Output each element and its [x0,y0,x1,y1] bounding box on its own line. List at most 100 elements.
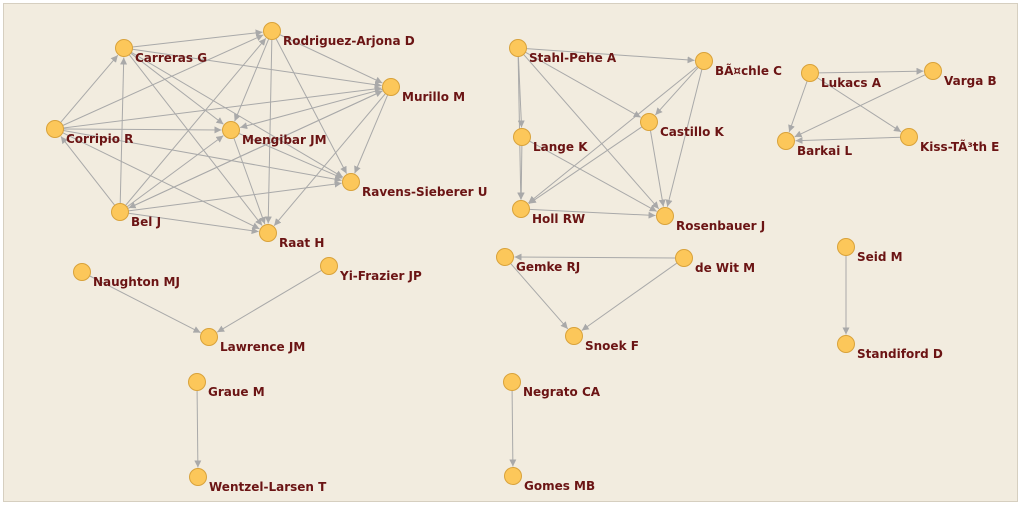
edge-bel-to-corripio [60,136,116,206]
node-mengibar[interactable]: Mengibar JM [222,121,327,148]
node-label-carreras: Carreras G [135,51,207,65]
node-barkai[interactable]: Barkai L [777,132,853,159]
node-circle-seid[interactable] [837,238,855,256]
node-circle-wentzel[interactable] [189,468,207,486]
node-label-standiford: Standiford D [857,347,943,361]
node-circle-snoek[interactable] [565,327,583,345]
edge-graue-to-wentzel [194,390,202,468]
edge-carreras-to-raat [128,54,263,226]
edge-mengibar-to-raat [233,137,266,225]
node-label-seid: Seid M [857,250,903,264]
node-circle-standiford[interactable] [837,335,855,353]
node-label-gemke: Gemke RJ [516,260,580,274]
node-circle-lange[interactable] [513,128,531,146]
node-circle-dewit[interactable] [675,249,693,267]
node-label-gomes: Gomes MB [524,479,595,493]
node-circle-mengibar[interactable] [222,121,240,139]
node-gomes[interactable]: Gomes MB [504,467,596,494]
node-kiss[interactable]: Kiss-TÃ³th E [900,128,1000,155]
node-circle-yifrazier[interactable] [320,257,338,275]
edge-yifrazier-to-lawrence [216,269,322,333]
node-label-graue: Graue M [208,385,265,399]
edge-murillo-to-bel [128,90,384,209]
node-label-wentzel: Wentzel-Larsen T [209,480,327,494]
edge-stahl-to-castillo [525,51,641,118]
edge-stahl-to-lange [517,56,525,128]
node-circle-negrato[interactable] [503,373,521,391]
node-rodriguez[interactable]: Rodriguez-Arjona D [263,22,415,49]
node-bachle[interactable]: BÃ¤chle C [695,52,783,79]
edge-corripio-to-rodriguez [62,34,264,126]
node-label-bachle: BÃ¤chle C [715,63,782,78]
node-dewit[interactable]: de Wit M [675,249,756,276]
node-lawrence[interactable]: Lawrence JM [200,328,306,355]
edge-bachle-to-castillo [654,66,699,116]
node-corripio[interactable]: Corripio R [46,120,134,147]
node-label-mengibar: Mengibar JM [242,133,327,147]
edge-corripio-to-raat [62,132,260,230]
node-stahl[interactable]: Stahl-Pehe A [509,39,617,66]
node-circle-gomes[interactable] [504,467,522,485]
node-holl[interactable]: Holl RW [512,200,586,227]
node-circle-holl[interactable] [512,200,530,218]
node-circle-raat[interactable] [259,224,277,242]
node-circle-gemke[interactable] [496,248,514,266]
node-circle-carreras[interactable] [115,39,133,57]
node-circle-lawrence[interactable] [200,328,218,346]
node-circle-varga[interactable] [924,62,942,80]
node-label-lange: Lange K [533,140,588,154]
edge-corripio-to-ravens [63,130,342,183]
node-naughton[interactable]: Naughton MJ [73,263,180,290]
node-circle-rosenbauer[interactable] [656,207,674,225]
node-wentzel[interactable]: Wentzel-Larsen T [189,468,328,495]
edge-rodriguez-to-raat [264,39,273,224]
node-ravens[interactable]: Ravens-Sieberer U [342,173,488,200]
node-lange[interactable]: Lange K [513,128,589,155]
node-circle-kiss[interactable] [900,128,918,146]
node-layer: Carreras G Rodriguez-Arjona D Murillo M Cor… [46,22,1000,495]
edge-lukacs-to-kiss [816,77,902,133]
node-carreras[interactable]: Carreras G [115,39,208,66]
node-circle-murillo[interactable] [382,78,400,96]
node-label-varga: Varga B [944,74,997,88]
edge-murillo-to-raat [273,93,386,227]
node-label-castillo: Castillo K [660,125,725,139]
node-label-barkai: Barkai L [797,144,853,158]
edge-bel-to-raat [128,212,259,235]
node-circle-stahl[interactable] [509,39,527,57]
node-circle-bel[interactable] [111,203,129,221]
node-negrato[interactable]: Negrato CA [503,373,601,400]
edge-bel-to-mengibar [126,135,224,208]
node-yifrazier[interactable]: Yi-Frazier JP [320,257,423,284]
node-murillo[interactable]: Murillo M [382,78,466,105]
node-gemke[interactable]: Gemke RJ [496,248,581,275]
node-snoek[interactable]: Snoek F [565,327,639,354]
node-castillo[interactable]: Castillo K [640,113,725,140]
edge-gemke-to-snoek [510,263,569,330]
node-raat[interactable]: Raat H [259,224,325,251]
node-bel[interactable]: Bel J [111,203,162,230]
node-lukacs[interactable]: Lukacs A [801,64,882,91]
edge-carreras-to-rodriguez [132,29,263,48]
node-varga[interactable]: Varga B [924,62,997,89]
edge-dewit-to-snoek [581,262,678,331]
node-label-corripio: Corripio R [66,132,133,146]
edge-rodriguez-to-murillo [279,34,383,84]
node-circle-bachle[interactable] [695,52,713,70]
edge-kiss-to-barkai [795,136,901,144]
node-circle-lukacs[interactable] [801,64,819,82]
coauthor-network-graph: Carreras G Rodriguez-Arjona D Murillo M Cor… [46,22,1000,495]
node-circle-rodriguez[interactable] [263,22,281,40]
node-circle-castillo[interactable] [640,113,658,131]
edge-lukacs-to-varga [818,67,924,75]
node-graue[interactable]: Graue M [188,373,265,400]
node-circle-corripio[interactable] [46,120,64,138]
node-circle-barkai[interactable] [777,132,795,150]
node-circle-graue[interactable] [188,373,206,391]
node-standiford[interactable]: Standiford D [837,335,943,362]
node-seid[interactable]: Seid M [837,238,903,265]
node-label-rosenbauer: Rosenbauer J [676,219,765,233]
node-circle-naughton[interactable] [73,263,91,281]
node-circle-ravens[interactable] [342,173,360,191]
node-rosenbauer[interactable]: Rosenbauer J [656,207,766,234]
